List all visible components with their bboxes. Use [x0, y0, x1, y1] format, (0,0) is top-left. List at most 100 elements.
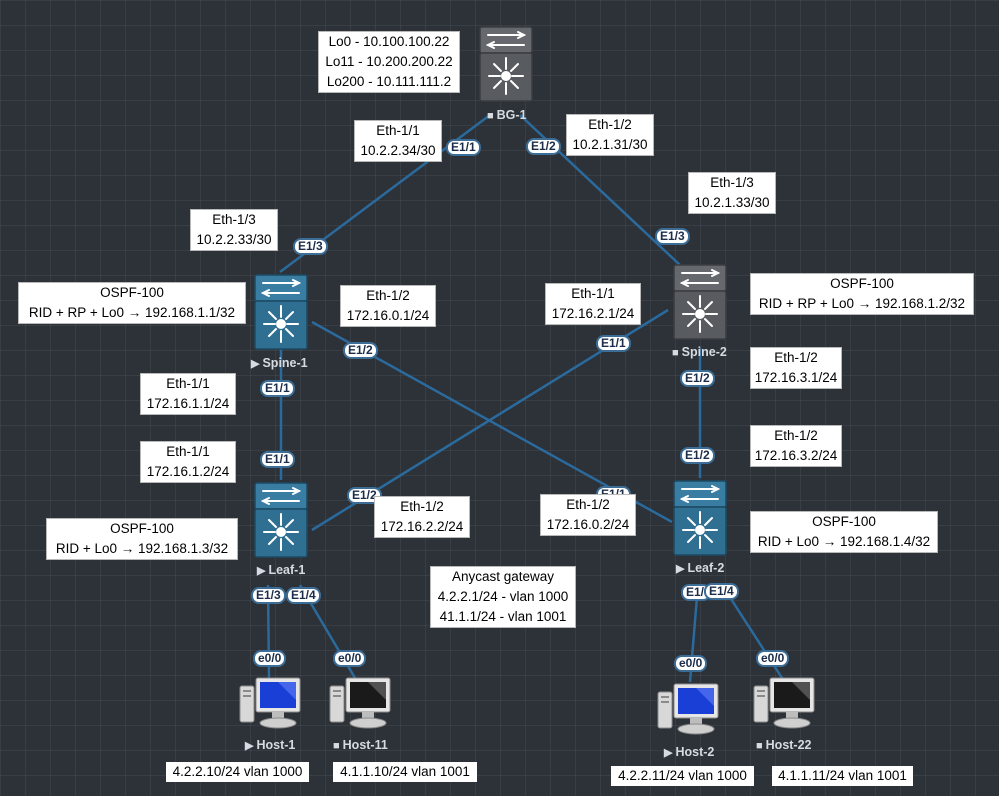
switch-leaf2[interactable]: [670, 478, 730, 558]
host-host2[interactable]: [656, 682, 722, 738]
note-line: 172.16.0.1/24: [346, 308, 430, 323]
note-line: Eth-1/2: [366, 288, 410, 303]
port-bg1-e11[interactable]: E1/1: [446, 139, 481, 156]
port-leaf2-e12[interactable]: E1/2: [680, 447, 715, 464]
note-line: Eth-1/2: [588, 117, 632, 132]
device-label-spine1: ▶Spine-1: [251, 356, 308, 370]
switch-spine2[interactable]: [670, 262, 730, 342]
note-line: OSPF-100: [830, 276, 894, 291]
note-line: Eth-1/2: [566, 497, 610, 512]
port-spine2-e11[interactable]: E1/1: [596, 335, 631, 352]
device-name: Spine-2: [681, 345, 727, 359]
note-line: 10.2.2.33/30: [196, 232, 272, 247]
note-line: 172.16.0.2/24: [546, 517, 630, 532]
device-label-host11: ■Host-11: [333, 738, 388, 752]
port-host2-e00[interactable]: e0/0: [674, 655, 708, 672]
port-host1-e00[interactable]: e0/0: [253, 650, 287, 667]
port-spine1-e12[interactable]: E1/2: [343, 342, 378, 359]
note-line: OSPF-100: [812, 514, 876, 529]
switch-bg1[interactable]: [476, 24, 536, 104]
note-line: Eth-1/2: [400, 499, 444, 514]
note-line: Eth-1/2: [774, 428, 818, 443]
port-spine2-e13[interactable]: E1/3: [655, 228, 690, 245]
device-name: Leaf-1: [268, 563, 306, 577]
host-host22[interactable]: [752, 676, 818, 732]
note-line: 10.2.2.34/30: [360, 143, 436, 158]
note-host22-address[interactable]: 4.1.1.11/24 vlan 1001: [772, 766, 913, 786]
note-line: RID + RP + Lo0 → 192.168.1.2/32: [758, 296, 966, 311]
note-host1-address[interactable]: 4.2.2.10/24 vlan 1000: [166, 762, 309, 782]
device-name: Host-2: [675, 745, 715, 759]
port-host11-e00[interactable]: e0/0: [333, 650, 367, 667]
status-stopped-icon: ■: [487, 110, 494, 122]
note-spine1-eth13[interactable]: Eth-1/3 10.2.2.33/30: [190, 209, 278, 251]
port-leaf1-e13[interactable]: E1/3: [251, 587, 286, 604]
port-leaf2-e13[interactable]: E1/3: [681, 584, 711, 601]
port-spine2-e12[interactable]: E1/2: [680, 370, 715, 387]
status-stopped-icon: ■: [333, 740, 340, 752]
port-leaf1-e12[interactable]: E1/2: [347, 487, 382, 504]
port-bg1-e12[interactable]: E1/2: [526, 138, 561, 155]
note-line: RID + RP + Lo0 → 192.168.1.1/32: [28, 305, 236, 320]
status-stopped-icon: ■: [672, 347, 679, 359]
note-line: 172.16.1.2/24: [146, 464, 230, 479]
status-running-icon: ▶: [676, 563, 685, 575]
port-leaf1-e11[interactable]: E1/1: [260, 451, 295, 468]
switch-leaf1[interactable]: [251, 480, 311, 560]
port-host22-e00[interactable]: e0/0: [756, 650, 790, 667]
note-line: Eth-1/1: [166, 376, 210, 391]
note-line: OSPF-100: [110, 521, 174, 536]
note-line: 172.16.2.1/24: [551, 306, 635, 321]
note-line: Eth-1/3: [212, 212, 256, 227]
note-leaf2-eth11[interactable]: Eth-1/2 172.16.0.2/24: [540, 494, 636, 536]
note-leaf1-eth12[interactable]: Eth-1/2 172.16.2.2/24: [374, 496, 470, 538]
note-line: Anycast gateway: [451, 569, 555, 584]
note-host11-address[interactable]: 4.1.1.10/24 vlan 1001: [333, 762, 477, 782]
note-line: Lo200 - 10.111.111.2: [326, 74, 452, 89]
host-host11[interactable]: [328, 676, 394, 732]
note-leaf1-eth11[interactable]: Eth-1/1 172.16.1.2/24: [140, 441, 236, 483]
device-name: Leaf-2: [687, 561, 725, 575]
status-running-icon: ▶: [245, 740, 254, 752]
note-line: 41.1.1/24 - vlan 1001: [439, 609, 567, 624]
status-running-icon: ▶: [257, 565, 266, 577]
note-line: Eth-1/1: [166, 444, 210, 459]
status-stopped-icon: ■: [756, 740, 763, 752]
port-spine1-e11[interactable]: E1/1: [260, 380, 295, 397]
note-line: 172.16.3.1/24: [754, 370, 838, 385]
host-host1[interactable]: [238, 676, 304, 732]
switch-spine1[interactable]: [251, 272, 311, 352]
port-leaf1-e14[interactable]: E1/4: [286, 587, 321, 604]
note-line: RID + Lo0 → 192.168.1.4/32: [757, 534, 931, 549]
note-line: Lo11 - 10.200.200.22: [325, 54, 453, 69]
note-host2-address[interactable]: 4.2.2.11/24 vlan 1000: [611, 766, 754, 786]
note-line: OSPF-100: [100, 285, 164, 300]
device-name: Host-1: [256, 738, 296, 752]
port-leaf2-e14[interactable]: E1/4: [704, 583, 739, 600]
note-line: 172.16.3.2/24: [754, 448, 838, 463]
status-running-icon: ▶: [664, 747, 673, 759]
note-line: Lo0 - 10.100.100.22: [328, 34, 450, 49]
device-label-leaf2: ▶Leaf-2: [676, 561, 724, 575]
status-running-icon: ▶: [251, 358, 260, 370]
note-bg1-eth12[interactable]: Eth-1/2 10.2.1.31/30: [566, 114, 654, 156]
device-name: Host-22: [765, 738, 812, 752]
device-label-spine2: ■Spine-2: [672, 345, 727, 359]
note-leaf2-eth12[interactable]: Eth-1/2 172.16.3.2/24: [750, 425, 842, 467]
note-line: 172.16.2.2/24: [380, 519, 464, 534]
note-line: 10.2.1.31/30: [572, 137, 648, 152]
port-spine1-e13[interactable]: E1/3: [293, 238, 328, 255]
note-spine1-eth12[interactable]: Eth-1/2 172.16.0.1/24: [340, 285, 436, 327]
